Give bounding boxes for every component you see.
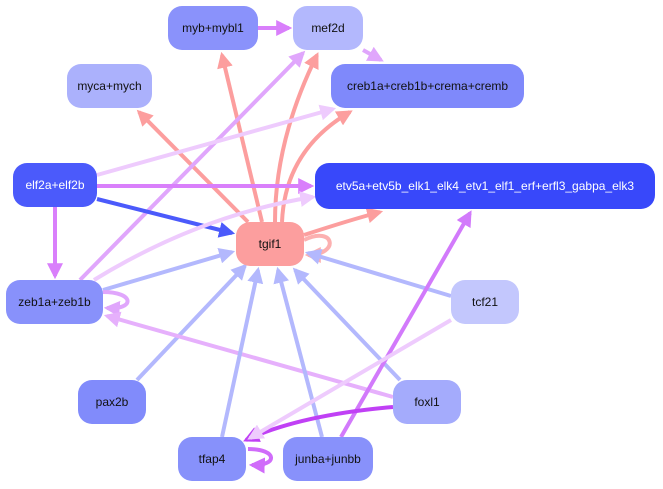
edge-mef2d-to-creb — [362, 46, 384, 62]
edge-zeb1-to-zeb1 — [102, 290, 130, 317]
edge-elf2-to-tgif1 — [96, 197, 236, 238]
node-label: pax2b — [95, 395, 129, 409]
node-label: tcf21 — [471, 295, 498, 309]
node-zeb1[interactable]: zeb1a+zeb1b — [6, 280, 103, 324]
node-label: creb1a+creb1b+crema+cremb — [346, 79, 509, 93]
node-etv[interactable]: etv5a+etv5b_elk1_elk4_etv1_elf1_erf+erfl… — [315, 163, 655, 209]
node-label: elf2a+elf2b — [25, 178, 85, 192]
node-label: tfap4 — [198, 452, 226, 466]
node-foxl1[interactable]: foxl1 — [393, 380, 461, 424]
node-label: myb+mybl1 — [182, 21, 244, 35]
edge-zeb1-to-mef2d — [78, 50, 306, 282]
edge-junb-to-tgif1 — [273, 266, 324, 438]
node-mycamych[interactable]: myca+mych — [67, 64, 152, 108]
edge-tcf21-to-tgif1 — [304, 249, 452, 298]
edge-tfap4-to-tgif1 — [220, 266, 264, 438]
node-label: zeb1a+zeb1b — [18, 295, 91, 309]
edge-elf2-to-creb — [96, 104, 337, 177]
node-label: myca+mych — [77, 79, 142, 93]
edge-junb-to-etv — [339, 210, 472, 438]
node-pax2b[interactable]: pax2b — [78, 380, 146, 424]
edge-tgif1-to-tgif1 — [303, 233, 332, 263]
edge-tfap4-to-tfap4 — [247, 447, 273, 474]
node-elf2[interactable]: elf2a+elf2b — [13, 163, 97, 207]
node-label: mef2d — [311, 21, 345, 35]
edge-zeb1-to-etv — [92, 191, 317, 282]
edge-tcf21-to-tfap4 — [247, 318, 453, 440]
node-mef2d[interactable]: mef2d — [293, 6, 363, 50]
edge-zeb1-to-tgif1 — [102, 247, 236, 292]
node-label: tgif1 — [258, 237, 282, 251]
node-label: foxl1 — [414, 395, 440, 409]
node-tgif1[interactable]: tgif1 — [236, 222, 304, 266]
node-creb[interactable]: creb1a+creb1b+crema+cremb — [331, 64, 524, 108]
node-mybmybl1[interactable]: myb+mybl1 — [168, 6, 258, 50]
node-label: etv5a+etv5b_elk1_elk4_etv1_elf1_erf+erfl… — [335, 179, 635, 193]
edge-tgif1-to-mybmybl1 — [217, 51, 264, 223]
node-label: junba+junbb — [295, 452, 361, 466]
node-junb[interactable]: junba+junbb — [283, 437, 373, 481]
node-tfap4[interactable]: tfap4 — [178, 437, 246, 481]
node-tcf21[interactable]: tcf21 — [451, 280, 519, 324]
edge-tgif1-to-creb — [280, 110, 353, 223]
edge-tgif1-to-etv — [303, 207, 384, 237]
edge-pax2b-to-tgif1 — [135, 263, 248, 382]
